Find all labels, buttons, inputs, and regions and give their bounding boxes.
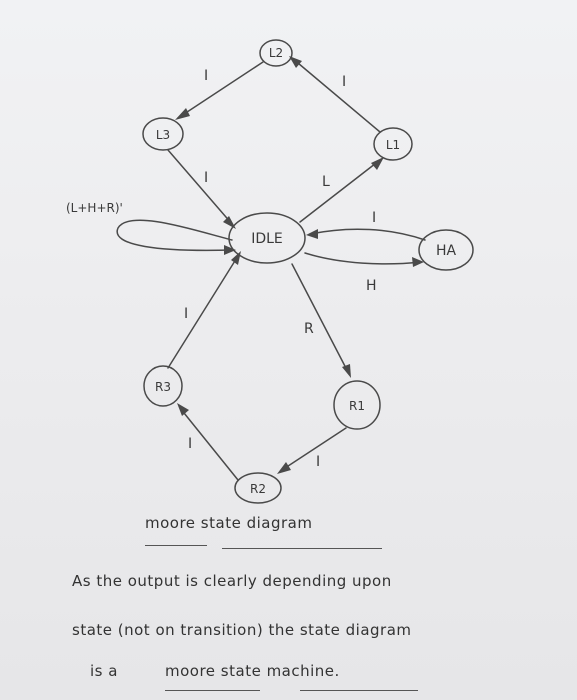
edge-label-r1-r2: I <box>316 454 320 470</box>
edge-r1-r2 <box>281 427 347 471</box>
state-l3-label: L3 <box>156 128 170 142</box>
arrowhead-r2 <box>277 462 291 474</box>
note-underline-2 <box>300 690 418 691</box>
arrowhead-idle-from-l3 <box>223 216 236 229</box>
state-ha-label: HA <box>436 243 457 259</box>
diagram-caption: moore state diagram <box>145 514 313 532</box>
edge-label-l3-idle: I <box>204 170 208 186</box>
state-r1-label: R1 <box>349 399 365 413</box>
caption-underline-2 <box>222 548 382 549</box>
state-ha: HA <box>418 229 474 271</box>
state-l2: L2 <box>259 39 293 67</box>
edge-label-self-loop: (L+H+R)' <box>66 201 123 215</box>
state-idle: IDLE <box>228 212 306 264</box>
state-idle-label: IDLE <box>251 231 283 247</box>
edge-l1-l2 <box>291 57 381 133</box>
note-line-3-emphasis: moore state machine. <box>165 662 340 680</box>
edge-label-ha-idle: I <box>372 210 376 226</box>
edge-ha-idle <box>309 228 426 241</box>
state-l1-label: L1 <box>386 138 400 152</box>
edge-label-idle-l1: L <box>322 174 330 190</box>
caption-underline-1 <box>145 545 207 546</box>
state-l3: L3 <box>142 117 184 151</box>
note-line-3: is a <box>90 662 118 680</box>
state-r2: R2 <box>234 472 282 504</box>
note-line-1: As the output is clearly depending upon <box>72 572 392 590</box>
state-r2-label: R2 <box>250 482 266 496</box>
edge-idle-r1 <box>291 263 349 373</box>
state-l1: L1 <box>373 127 413 161</box>
edge-label-r2-r3: I <box>188 436 192 452</box>
state-r3: R3 <box>143 365 183 407</box>
note-line-2: state (not on transition) the state diag… <box>72 621 412 639</box>
arrowhead-self-loop <box>224 245 236 255</box>
edge-label-r3-idle: I <box>184 306 188 322</box>
note-underline-1 <box>165 690 260 691</box>
arrowhead-ha <box>412 257 424 267</box>
state-l2-label: L2 <box>269 46 283 60</box>
arrowhead-l2 <box>289 56 302 68</box>
edge-idle-self-loop <box>116 219 233 252</box>
arrowhead-idle-from-ha <box>306 229 318 239</box>
state-r1: R1 <box>333 380 381 430</box>
edge-r2-r3 <box>179 407 239 481</box>
edge-label-l2-l3: I <box>204 68 208 84</box>
arrowhead-r1 <box>342 364 351 378</box>
arrowhead-r3 <box>177 403 189 416</box>
arrowhead-l1 <box>371 157 384 170</box>
state-r3-label: R3 <box>155 380 171 394</box>
edge-label-l1-l2: I <box>342 74 346 90</box>
edge-l2-l3 <box>177 61 264 119</box>
arrowhead-l3 <box>175 108 190 120</box>
edge-label-idle-ha: H <box>366 278 377 294</box>
edge-label-idle-r1: R <box>304 321 314 337</box>
edge-idle-ha <box>304 252 421 265</box>
edge-r3-idle <box>167 255 239 369</box>
edge-idle-l1 <box>299 159 381 223</box>
edge-l3-idle <box>167 149 233 225</box>
